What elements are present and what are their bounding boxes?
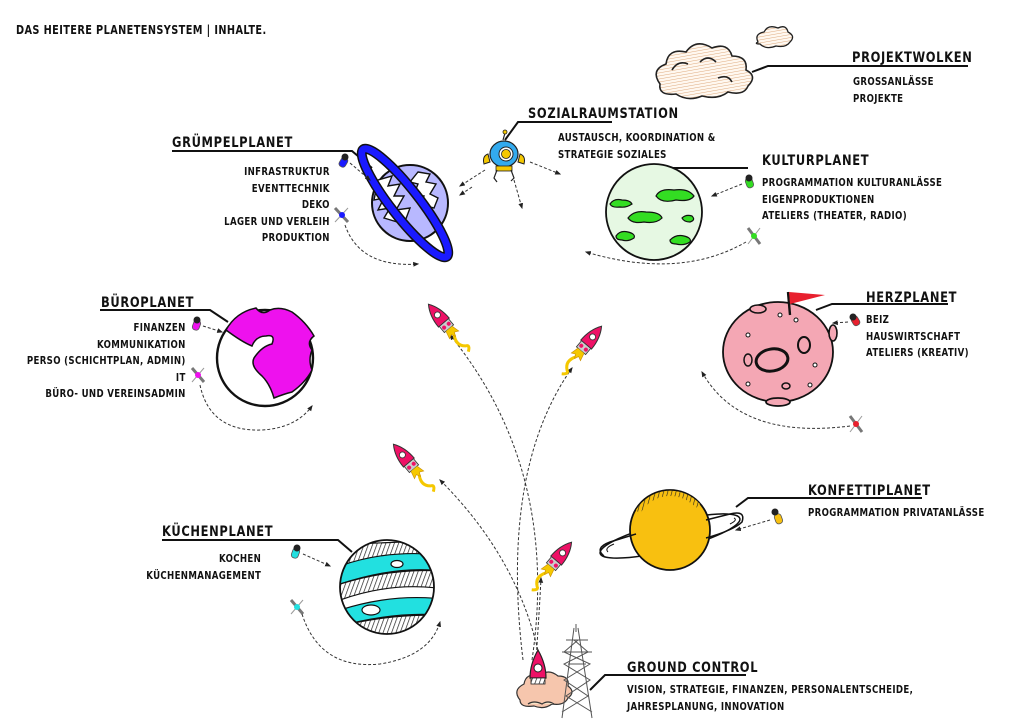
gruempelplanet-heading-wrap: GRÜMPELPLANET xyxy=(172,132,320,151)
flying-rocket-icon xyxy=(561,325,603,376)
buero-astronaut-icon xyxy=(191,316,202,331)
kulturplanet-item: PROGRAMMATION KULTURANLÄSSE xyxy=(762,177,943,189)
konfettiplanet-label: KONFETTIPLANET PROGRAMMATION PRIVATANLÄS… xyxy=(808,480,1023,522)
leader-herz xyxy=(815,303,948,311)
rocket-trajectories xyxy=(439,334,573,661)
gruempelplanet-item: INFRASTRUKTUR xyxy=(244,166,330,178)
konfetti-astronaut-icon xyxy=(771,508,784,525)
projekt-cloud-small xyxy=(755,26,794,49)
kuechenplanet-item: KÜCHENMANAGEMENT xyxy=(146,569,261,582)
kuechenplanet-heading-wrap: KÜCHENPLANET xyxy=(162,521,298,540)
bueroplanet-heading: BÜROPLANET xyxy=(101,295,195,311)
sozialraumstation-item: STRATEGIE SOZIALES xyxy=(558,148,667,161)
herz-satellite-icon xyxy=(848,415,864,433)
leader-projektwolken xyxy=(751,65,968,73)
kulturplanet-item: ATELIERS (THEATER, RADIO) xyxy=(762,210,907,222)
kulturplanet-icon xyxy=(605,163,703,261)
sozialraumstation-heading: SOZIALRAUMSTATION xyxy=(528,106,679,122)
leader-buero xyxy=(100,309,229,323)
herzplanet-heading: HERZPLANET xyxy=(866,290,958,306)
projektwolken-item: GROSSANLÄSSE xyxy=(853,76,934,88)
herz-astronaut-icon xyxy=(849,313,861,327)
kuechenplanet-items: KOCHEN KÜCHENMANAGEMENT xyxy=(121,543,261,584)
leader-konfetti xyxy=(735,497,922,508)
kuechenplanet-icon xyxy=(339,539,435,635)
bueroplanet-item: BÜRO- UND VEREINSADMIN xyxy=(45,388,186,400)
leader-groundcontrol xyxy=(589,674,746,691)
gruempelplanet-item: PRODUKTION xyxy=(262,232,330,244)
buero-satellite-icon xyxy=(190,367,206,383)
projektwolken-item: PROJEKTE xyxy=(853,92,904,105)
kuechenplanet-heading: KÜCHENPLANET xyxy=(162,524,274,540)
herzplanet-icon xyxy=(722,291,838,407)
power-pylon-icon xyxy=(561,624,593,719)
gruempelplanet-icon xyxy=(356,143,454,263)
konfettiplanet-heading: KONFETTIPLANET xyxy=(808,483,931,499)
bueroplanet-item: PERSO (SCHICHTPLAN, ADMIN) xyxy=(27,355,186,367)
gruempel-astronaut-icon xyxy=(338,153,349,168)
gruempelplanet-items: INFRASTRUKTUR EVENTTECHNIK DEKO LAGER UN… xyxy=(201,156,330,247)
sozialraumstation-icon xyxy=(483,129,525,183)
herzplanet-item: ATELIERS (KREATIV) xyxy=(866,347,969,359)
bueroplanet-items: FINANZEN KOMMUNIKATION PERSO (SCHICHTPLA… xyxy=(0,312,186,403)
bueroplanet-heading-wrap: BÜROPLANET xyxy=(101,292,215,311)
flying-rocket-icon xyxy=(531,541,573,592)
flying-rocket-icon xyxy=(427,303,471,353)
kuechenplanet-item: KOCHEN xyxy=(218,553,261,565)
herzplanet-item: BEIZ xyxy=(866,314,890,326)
bueroplanet-item: IT xyxy=(176,371,186,384)
groundcontrol-heading: GROUND CONTROL xyxy=(627,660,759,676)
leader-kuechen xyxy=(162,539,353,553)
bueroplanet-icon xyxy=(215,307,315,408)
herzplanet-item: HAUSWIRTSCHAFT xyxy=(866,330,961,343)
launch-rocket-icon xyxy=(529,648,547,685)
page-title: DAS HEITERE PLANETENSYSTEM | INHALTE. xyxy=(16,22,267,37)
sozialraumstation-label: SOZIALRAUMSTATION AUSTAUSCH, KOORDINATIO… xyxy=(528,103,750,163)
gruempelplanet-item: EVENTTECHNIK xyxy=(251,182,330,195)
herzplanet-label: HERZPLANET BEIZ HAUSWIRTSCHAFT ATELIERS … xyxy=(866,287,991,362)
gruempelplanet-item: DEKO xyxy=(302,199,330,211)
kultur-astronaut-icon xyxy=(744,174,755,189)
projekt-cloud-large xyxy=(655,43,754,100)
flying-rocket-icon xyxy=(392,443,436,493)
sozialraumstation-item: AUSTAUSCH, KOORDINATION & xyxy=(558,132,716,144)
kultur-satellite-icon xyxy=(746,227,762,245)
groundcontrol-label: GROUND CONTROL VISION, STRATEGIE, FINANZ… xyxy=(627,657,976,715)
konfettiplanet-icon xyxy=(599,489,744,571)
groundcontrol-item: VISION, STRATEGIE, FINANZEN, PERSONALENT… xyxy=(627,684,914,696)
kulturplanet-item: EIGENPRODUKTIONEN xyxy=(762,193,875,206)
projektwolken-heading: PROJEKTWOLKEN xyxy=(852,50,973,66)
leader-sozialraum xyxy=(504,121,612,141)
gruempel-satellite-icon xyxy=(333,206,350,224)
gruempelplanet-item: LAGER UND VERLEIH xyxy=(224,215,330,228)
projektwolken-label: PROJEKTWOLKEN GROSSANLÄSSE PROJEKTE xyxy=(852,47,999,107)
konfettiplanet-item: PROGRAMMATION PRIVATANLÄSSE xyxy=(808,507,985,519)
sozialraum-arrows xyxy=(458,161,562,210)
bueroplanet-item: FINANZEN xyxy=(133,322,186,334)
herz-flag xyxy=(789,292,825,304)
bueroplanet-item: KOMMUNIKATION xyxy=(97,338,186,351)
gruempelplanet-heading: GRÜMPELPLANET xyxy=(172,135,294,151)
kulturplanet-heading: KULTURPLANET xyxy=(762,153,870,169)
groundcontrol-item: JAHRESPLANUNG, INNOVATION xyxy=(627,700,785,713)
kuechen-astronaut-icon xyxy=(290,544,301,559)
kulturplanet-label: KULTURPLANET PROGRAMMATION KULTURANLÄSSE… xyxy=(762,150,982,225)
kuechen-satellite-icon xyxy=(289,599,305,615)
